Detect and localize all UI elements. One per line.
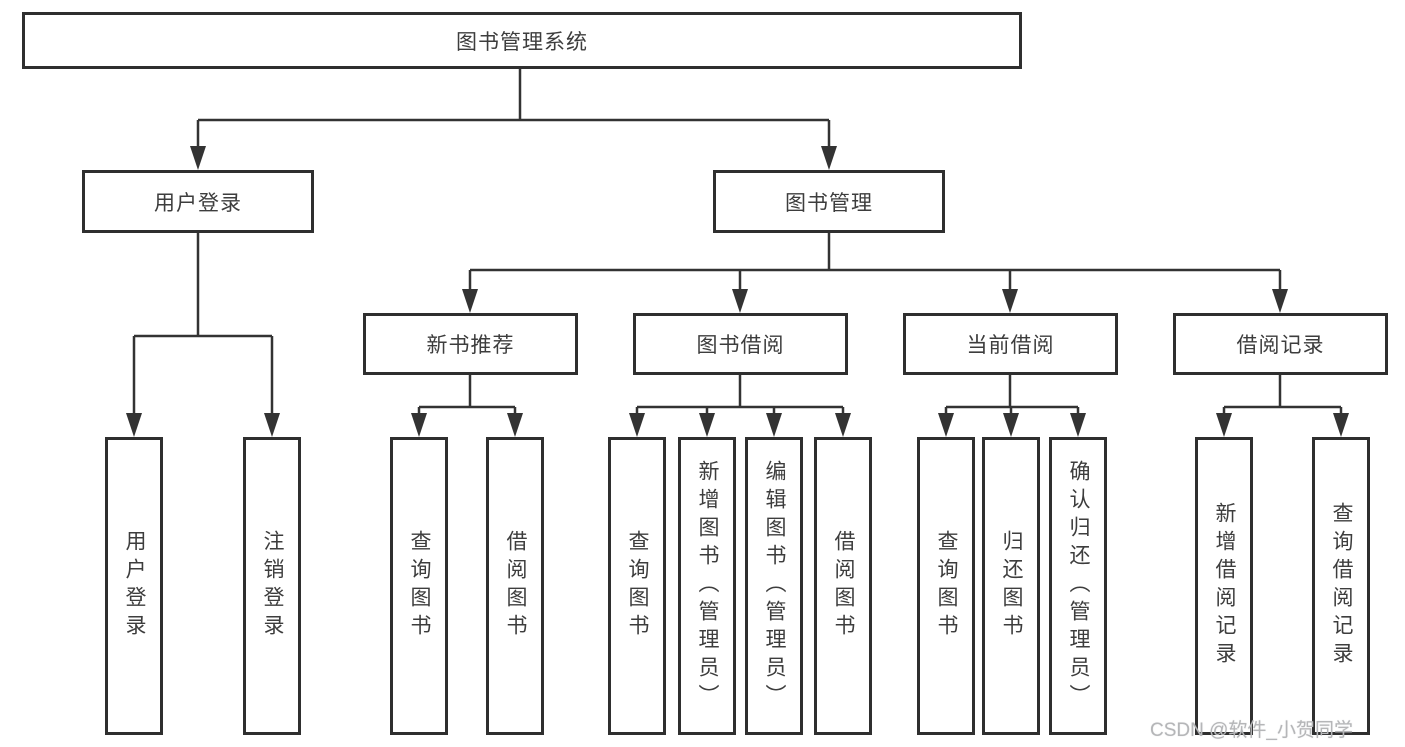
- leaf-br-add-record: 新增借阅记录: [1195, 437, 1253, 735]
- leaf-nb-query-books-label: 查询图书: [408, 530, 431, 642]
- leaf-cb-confirm-return-admin: 确认归还（管理员）: [1049, 437, 1107, 735]
- leaf-bb-borrow-books: 借阅图书: [814, 437, 872, 735]
- leaf-cb-query-books-label: 查询图书: [935, 530, 958, 642]
- leaf-bb-query-books: 查询图书: [608, 437, 666, 735]
- node-current-borrowing: 当前借阅: [903, 313, 1118, 375]
- node-new-book-recommend-label: 新书推荐: [426, 334, 515, 357]
- leaf-br-query-record: 查询借阅记录: [1312, 437, 1370, 735]
- leaf-bb-edit-books-admin: 编辑图书（管理员）: [745, 437, 803, 735]
- node-borrowing-records: 借阅记录: [1173, 313, 1388, 375]
- leaf-br-add-record-label: 新增借阅记录: [1213, 502, 1236, 670]
- node-borrowing-records-label: 借阅记录: [1236, 334, 1325, 357]
- node-user-login: 用户登录: [82, 170, 314, 233]
- leaf-bb-add-books-admin: 新增图书（管理员）: [678, 437, 736, 735]
- leaf-user-login-label: 用户登录: [123, 530, 146, 642]
- node-new-book-recommend: 新书推荐: [363, 313, 578, 375]
- leaf-br-query-record-label: 查询借阅记录: [1330, 502, 1353, 670]
- leaf-cb-query-books: 查询图书: [917, 437, 975, 735]
- node-root-label: 图书管理系统: [456, 30, 588, 54]
- leaf-nb-query-books: 查询图书: [390, 437, 448, 735]
- leaf-bb-add-books-admin-label: 新增图书（管理员）: [696, 460, 719, 712]
- leaf-bb-query-books-label: 查询图书: [626, 530, 649, 642]
- arrowheads: [126, 146, 1349, 437]
- leaf-bb-borrow-books-label: 借阅图书: [832, 530, 855, 642]
- leaf-cb-return-books-label: 归还图书: [1000, 530, 1023, 642]
- node-book-borrowing: 图书借阅: [633, 313, 848, 375]
- leaf-cb-return-books: 归还图书: [982, 437, 1040, 735]
- node-book-management-label: 图书管理: [785, 191, 873, 215]
- node-user-login-label: 用户登录: [154, 191, 242, 215]
- leaf-user-login: 用户登录: [105, 437, 163, 735]
- leaf-nb-borrow-books: 借阅图书: [486, 437, 544, 735]
- node-book-management: 图书管理: [713, 170, 945, 233]
- csdn-watermark: CSDN @软件_小贺同学: [1150, 720, 1353, 741]
- node-current-borrowing-label: 当前借阅: [966, 334, 1055, 357]
- node-book-borrowing-label: 图书借阅: [696, 334, 785, 357]
- leaf-nb-borrow-books-label: 借阅图书: [504, 530, 527, 642]
- leaf-cb-confirm-return-admin-label: 确认归还（管理员）: [1067, 460, 1090, 712]
- connector-paths: [132, 69, 1343, 420]
- leaf-logout-label: 注销登录: [261, 530, 284, 642]
- leaf-logout: 注销登录: [243, 437, 301, 735]
- node-root: 图书管理系统: [22, 12, 1022, 69]
- leaf-bb-edit-books-admin-label: 编辑图书（管理员）: [763, 460, 786, 712]
